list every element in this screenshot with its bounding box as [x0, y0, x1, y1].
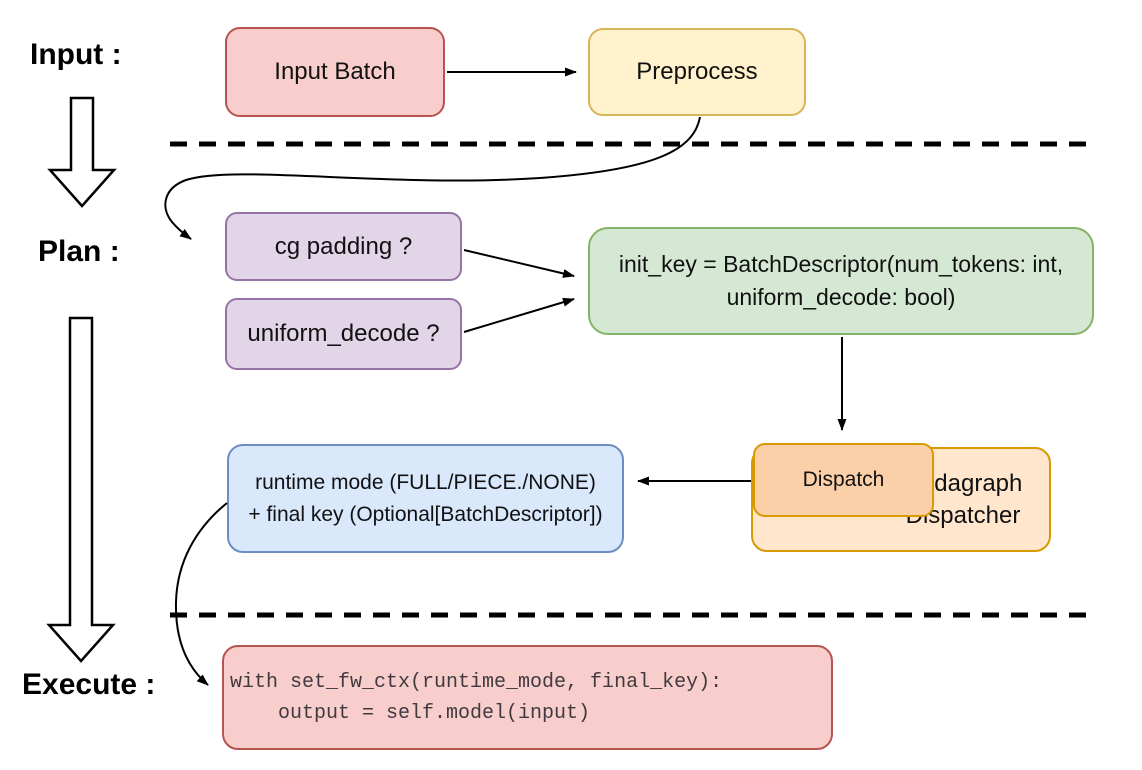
init-key-node: init_key = BatchDescriptor(num_tokens: i… — [588, 227, 1094, 335]
runtime-mode-node: runtime mode (FULL/PIECE./NONE) + final … — [227, 444, 624, 553]
plan-to-execute-big-arrow-icon — [46, 316, 116, 663]
init-key-line2: uniform_decode: bool) — [726, 284, 956, 310]
input-batch-node: Input Batch — [225, 27, 445, 117]
cg-padding-label: cg padding ? — [274, 232, 413, 260]
stage-label-input: Input : — [30, 38, 122, 71]
stage-label-plan: Plan : — [38, 235, 120, 268]
cg-padding-node: cg padding ? — [225, 212, 462, 281]
input-to-plan-big-arrow-icon — [47, 96, 117, 208]
runtime-mode-line2: + final key (Optional[BatchDescriptor]) — [248, 502, 603, 526]
arrow-runtime-mode-to-execute-code — [174, 502, 228, 686]
arrow-cg-padding-to-init-key — [463, 249, 575, 278]
preprocess-node: Preprocess — [588, 28, 806, 116]
dispatch-label: Dispatch — [802, 468, 885, 491]
arrow-uniform-decode-to-init-key — [463, 297, 575, 333]
dispatch-node: Dispatch — [753, 443, 934, 517]
preprocess-label: Preprocess — [636, 58, 758, 85]
uniform-decode-node: uniform_decode ? — [225, 298, 462, 370]
uniform-decode-label: uniform_decode ? — [247, 320, 440, 347]
init-key-line1: init_key = BatchDescriptor(num_tokens: i… — [618, 251, 1064, 277]
runtime-mode-line1: runtime mode (FULL/PIECE./NONE) — [255, 470, 596, 494]
execute-code-line2: output = self.model(input) — [230, 701, 591, 725]
stage-label-execute: Execute : — [22, 668, 156, 701]
execute-code-line1: with set_fw_ctx(runtime_mode, final_key)… — [230, 670, 723, 694]
input-batch-label: Input Batch — [274, 58, 396, 85]
execute-code-node: with set_fw_ctx(runtime_mode, final_key)… — [222, 645, 833, 750]
